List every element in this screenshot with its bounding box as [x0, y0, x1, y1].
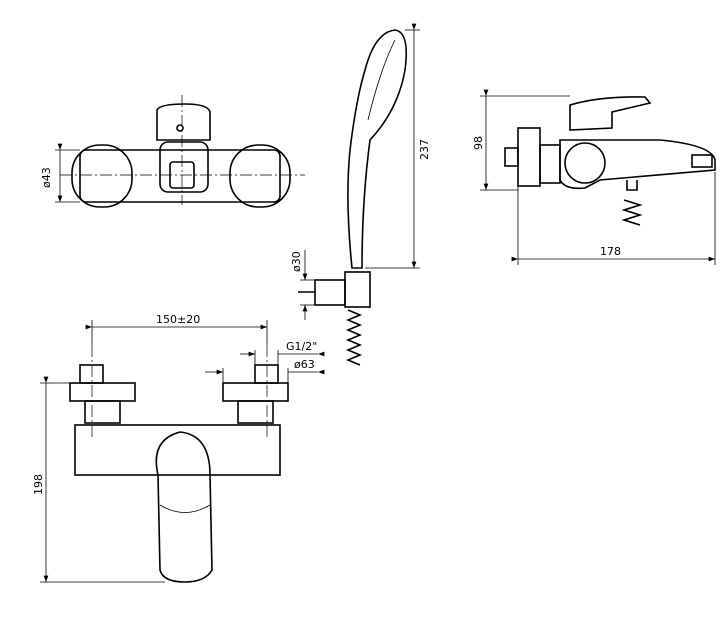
side-view: 98 178 — [472, 89, 716, 265]
dim-top-diameter: ø43 — [40, 167, 53, 188]
dim-bracket-diameter: ø30 — [290, 251, 303, 272]
dim-escutcheon-diameter: ø63 — [294, 358, 315, 371]
hand-shower-view: 237 ø30 — [290, 23, 431, 366]
dim-front-height: 198 — [32, 474, 45, 495]
dim-thread: G1/2" — [286, 340, 317, 353]
dim-side-depth: 178 — [600, 245, 621, 258]
dim-center-distance: 150±20 — [156, 313, 200, 326]
dim-shower-length: 237 — [418, 139, 431, 160]
front-view: 150±20 G1/2" ø63 198 — [32, 313, 325, 583]
dim-side-height: 98 — [472, 136, 485, 150]
top-view: ø43 — [40, 95, 305, 208]
